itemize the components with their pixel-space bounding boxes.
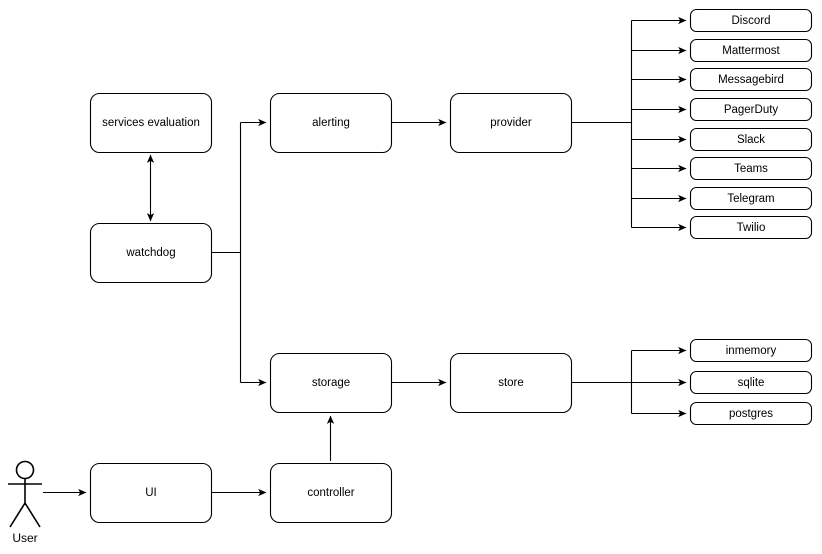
node-telegram-rect	[689, 186, 813, 211]
node-sqlite-label: sqlite	[738, 377, 765, 389]
node-sqlite[interactable]: sqlite	[689, 370, 813, 395]
node-storage[interactable]: storage	[269, 352, 393, 414]
node-alerting-rect	[269, 92, 393, 154]
node-provider-label: provider	[490, 117, 532, 129]
node-ui-rect	[89, 462, 213, 524]
node-services-evaluation-rect	[89, 92, 213, 154]
node-pagerduty[interactable]: PagerDuty	[689, 97, 813, 122]
node-messagebird[interactable]: Messagebird	[689, 67, 813, 92]
node-sqlite-rect	[689, 370, 813, 395]
node-slack[interactable]: Slack	[689, 127, 813, 152]
node-controller-label: controller	[307, 487, 354, 499]
node-telegram[interactable]: Telegram	[689, 186, 813, 211]
node-pagerduty-label: PagerDuty	[724, 104, 779, 116]
node-controller[interactable]: controller	[269, 462, 393, 524]
node-telegram-label: Telegram	[727, 193, 774, 205]
node-inmemory-label: inmemory	[726, 345, 777, 357]
node-services-evaluation[interactable]: services evaluation	[89, 92, 213, 154]
actor-label: User	[12, 531, 37, 545]
node-alerting-label: alerting	[312, 117, 350, 129]
node-twilio-label: Twilio	[737, 222, 766, 234]
node-twilio-rect	[689, 215, 813, 240]
node-postgres-label: postgres	[729, 408, 773, 420]
node-twilio[interactable]: Twilio	[689, 215, 813, 240]
node-watchdog-rect	[89, 222, 213, 284]
actor-left-leg-line	[9, 502, 26, 528]
edge-layer	[43, 16, 687, 497]
node-mattermost-rect	[689, 38, 813, 63]
node-postgres[interactable]: postgres	[689, 401, 813, 426]
node-discord-rect	[689, 8, 813, 33]
node-discord-label: Discord	[732, 15, 771, 27]
node-messagebird-rect	[689, 67, 813, 92]
node-storage-rect	[269, 352, 393, 414]
node-provider-rect	[449, 92, 573, 154]
node-inmemory[interactable]: inmemory	[689, 338, 813, 363]
node-pagerduty-rect	[689, 97, 813, 122]
node-storage-label: storage	[312, 377, 350, 389]
node-store-rect	[449, 352, 573, 414]
node-watchdog[interactable]: watchdog	[89, 222, 213, 284]
node-watchdog-label: watchdog	[125, 247, 175, 259]
node-mattermost-label: Mattermost	[722, 45, 780, 57]
node-store[interactable]: store	[449, 352, 573, 414]
node-ui-label: UI	[145, 487, 157, 499]
node-slack-label: Slack	[737, 134, 765, 146]
node-discord[interactable]: Discord	[689, 8, 813, 33]
node-messagebird-label: Messagebird	[718, 74, 784, 86]
node-store-label: store	[498, 377, 524, 389]
node-provider[interactable]: provider	[449, 92, 573, 154]
actor-right-leg-line	[24, 502, 41, 528]
node-alerting[interactable]: alerting	[269, 92, 393, 154]
node-services-evaluation-label: services evaluation	[102, 117, 200, 129]
node-postgres-rect	[689, 401, 813, 426]
actor-head-icon	[15, 460, 35, 480]
node-ui[interactable]: UI	[89, 462, 213, 524]
actor-user[interactable]: User	[8, 460, 42, 546]
node-teams[interactable]: Teams	[689, 156, 813, 181]
node-mattermost[interactable]: Mattermost	[689, 38, 813, 63]
node-inmemory-rect	[689, 338, 813, 363]
node-slack-rect	[689, 127, 813, 152]
node-teams-label: Teams	[734, 163, 768, 175]
node-teams-rect	[689, 156, 813, 181]
node-controller-rect	[269, 462, 393, 524]
